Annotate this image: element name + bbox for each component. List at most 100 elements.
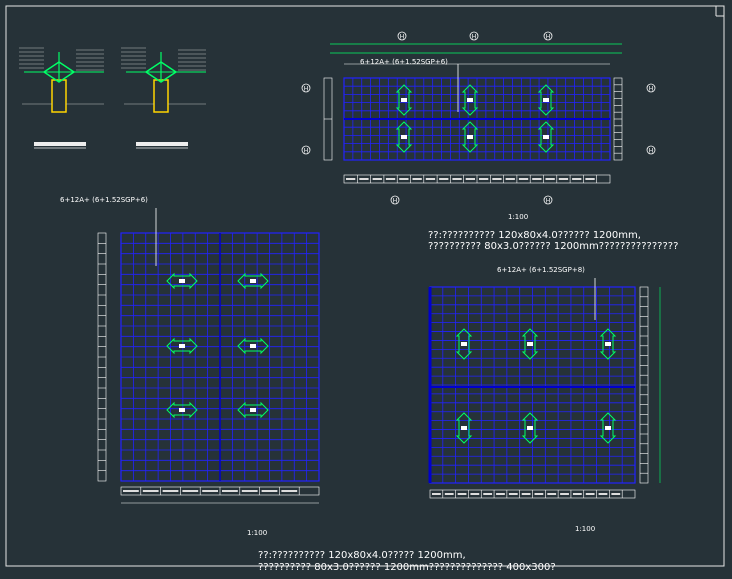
axis-bottom-1 — [390, 195, 400, 205]
top-right-dim-bottom-value — [492, 178, 502, 180]
left-dim-bottom-value — [182, 490, 199, 492]
axis-top-2 — [469, 31, 479, 41]
left-arrow-5-label — [250, 408, 256, 412]
note2-line2: ?????????? 80x3.0?????? 1200mm??????????… — [258, 562, 556, 573]
top-right-arrow-down-1 — [461, 121, 479, 153]
top-right-dim-bottom-value — [518, 178, 529, 180]
top-right-dim-bottom-value — [558, 178, 569, 180]
top-right-dim-bottom-value — [372, 178, 382, 180]
bottom-right-dim-bottom-value — [572, 493, 582, 495]
left-arrow-5 — [237, 401, 269, 419]
top-right-dim-bottom-value — [346, 178, 356, 180]
axis-bottom-1-label: H — [393, 198, 398, 205]
left-arrow-4-label — [179, 408, 185, 412]
top-right-arrow-up-1 — [461, 84, 479, 116]
outer-frame — [5, 5, 725, 567]
bottom-right-dim-bottom-value — [585, 493, 595, 495]
left-scale-title: 1:100 — [247, 529, 267, 537]
bottom-right-arrow-down-2 — [599, 412, 617, 444]
top-right-dim-bottom-value — [439, 178, 449, 180]
left-dim-bottom-value — [261, 490, 278, 492]
section-detail-1-node — [42, 61, 76, 83]
bottom-right-dim-bottom-value — [560, 493, 569, 495]
top-right-arrow-down-2 — [537, 121, 555, 153]
left-dim-bottom-value — [241, 490, 258, 492]
bottom-right-arrow-down-2-label — [605, 426, 611, 430]
bottom-right-dim-bottom-value — [483, 493, 493, 495]
bottom-right-arrow-down-1-label — [527, 426, 533, 430]
bottom-right-dim-bottom-value — [508, 493, 518, 495]
bottom-right-dim-bottom-value — [444, 493, 454, 495]
top-right-arrow-up-0-label — [401, 98, 407, 102]
section-detail-1-title-bar — [34, 142, 86, 146]
left-arrow-3-label — [250, 344, 256, 348]
bottom-right-arrow-down-0-label — [461, 426, 467, 430]
top-right-glass-spec: 6+12A+ (6+1.52SGP+6) — [360, 58, 448, 66]
bottom-right-arrow-up-2-label — [605, 342, 611, 346]
top-right-dim-bottom-value — [585, 178, 595, 180]
bottom-right-dim-bottom-value — [496, 493, 505, 495]
top-right-dim-bottom-value — [545, 178, 555, 180]
left-arrow-1-label — [250, 279, 256, 283]
top-right-arrow-down-0 — [395, 121, 413, 153]
top-right-dim-bottom-value — [452, 178, 462, 180]
axis-left-2-label: H — [304, 148, 309, 155]
top-right-arrow-up-1-label — [467, 98, 473, 102]
bottom-right-dim-bottom-value — [432, 493, 441, 495]
left-dim-bottom-value — [123, 490, 139, 492]
axis-top-1 — [397, 31, 407, 41]
axis-top-3-label: H — [546, 34, 551, 41]
top-right-arrow-up-2 — [537, 84, 555, 116]
left-arrow-1 — [237, 272, 269, 290]
top-right-dim-bottom-value — [479, 178, 489, 180]
note1-line2: ?????????? 80x3.0?????? 1200mm??????????… — [428, 241, 678, 252]
left-arrow-4 — [166, 401, 198, 419]
axis-left-1 — [301, 83, 311, 93]
bottom-right-dim-bottom-value — [598, 493, 608, 495]
axis-bottom-2-label: H — [546, 198, 551, 205]
section-detail-1-column — [51, 79, 67, 113]
section-detail-2-node — [144, 61, 178, 83]
bottom-right-arrow-up-0 — [455, 328, 473, 360]
top-right-dim-bottom-value — [399, 178, 409, 180]
axis-bottom-2 — [543, 195, 553, 205]
bottom-right-arrow-up-0-label — [461, 342, 467, 346]
left-dim-bottom-value — [202, 490, 218, 492]
top-right-dim-bottom-value — [412, 178, 422, 180]
axis-right-2-label: H — [649, 148, 654, 155]
top-right-dim-bottom-value — [532, 178, 542, 180]
axis-top-3 — [543, 31, 553, 41]
top-right-dim-bottom-value — [465, 178, 475, 180]
bottom-right-dim-bottom-value — [521, 493, 531, 495]
left-arrow-2 — [166, 337, 198, 355]
bottom-right-arrow-up-2 — [599, 328, 617, 360]
top-right-dim-bottom-value — [572, 178, 582, 180]
bottom-right-arrow-down-1 — [521, 412, 539, 444]
left-arrow-3 — [237, 337, 269, 355]
bottom-right-arrow-down-0 — [455, 412, 473, 444]
axis-top-2-label: H — [472, 34, 477, 41]
bottom-right-dim-bottom-value — [611, 493, 621, 495]
left-dim-bottom-value — [281, 490, 298, 492]
left-arrow-0 — [166, 272, 198, 290]
left-arrow-0-label — [179, 279, 185, 283]
axis-left-1-label: H — [304, 86, 309, 93]
note1-line1: ??:?????????? 120x80x4.0?????? 1200mm, — [428, 230, 641, 241]
top-right-dim-bottom-value — [425, 178, 436, 180]
top-right-arrow-up-0 — [395, 84, 413, 116]
bottom-right-dim-bottom-value — [457, 493, 467, 495]
bottom-right-arrow-up-1-label — [527, 342, 533, 346]
left-dim-bottom-value — [142, 490, 159, 492]
bottom-right-glass-spec: 6+12A+ (6+1.52SGP+8) — [497, 266, 585, 274]
bottom-right-dim-bottom-value — [534, 493, 544, 495]
left-dim-bottom-value — [162, 490, 179, 492]
axis-right-1-label: H — [649, 86, 654, 93]
left-dim-bottom-value — [222, 490, 238, 492]
top-right-dim-bottom-value — [385, 178, 396, 180]
top-right-dim-bottom-value — [359, 178, 369, 180]
left-arrow-2-label — [179, 344, 185, 348]
section-detail-2-title-bar — [136, 142, 188, 146]
top-right-arrow-up-2-label — [543, 98, 549, 102]
